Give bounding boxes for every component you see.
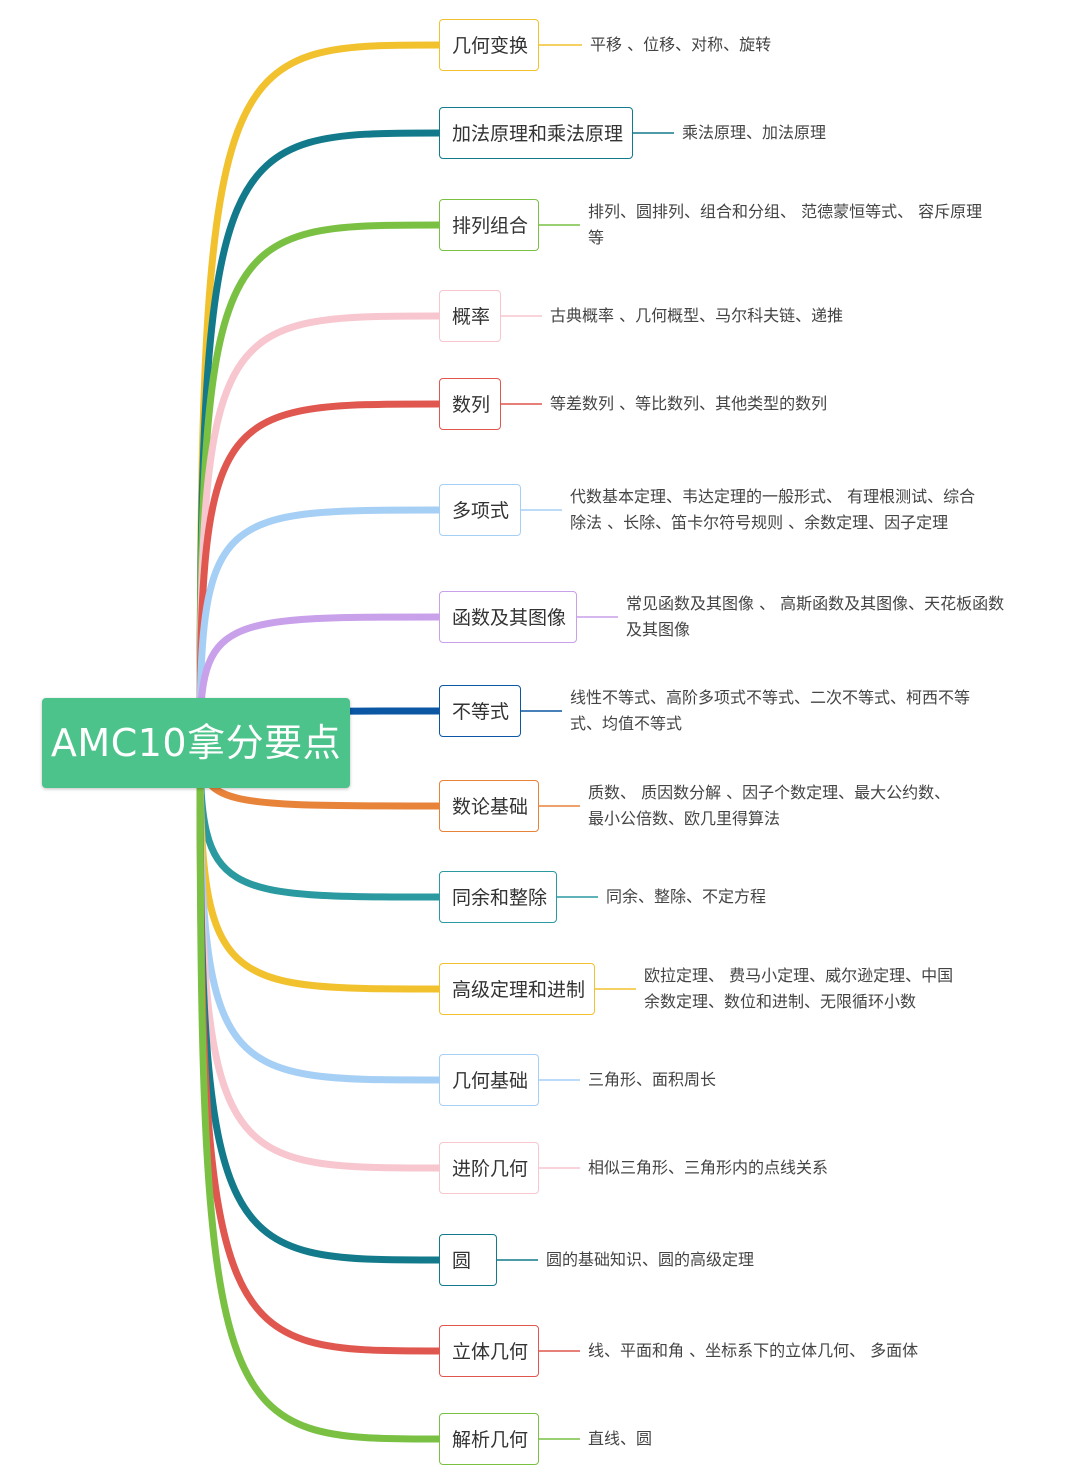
topic-detail: 三角形、面积周长 bbox=[588, 1070, 717, 1089]
topic-node[interactable]: 进阶几何 bbox=[439, 1142, 539, 1194]
topic-detail: 排列、圆排列、组合和分组、 范德蒙恒等式、 容斥原理等 bbox=[588, 202, 983, 247]
topic-node[interactable]: 解析几何 bbox=[439, 1413, 539, 1465]
topic-node[interactable]: 高级定理和进制 bbox=[439, 963, 595, 1015]
topic-node[interactable]: 不等式 bbox=[439, 685, 521, 737]
topic-detail: 等差数列 、等比数列、其他类型的数列 bbox=[550, 394, 828, 413]
topic-detail: 直线、圆 bbox=[588, 1429, 653, 1448]
topic-node[interactable]: 排列组合 bbox=[439, 199, 539, 251]
topic-detail: 古典概率 、几何概型、马尔科夫链、递推 bbox=[550, 306, 844, 325]
branch-link bbox=[196, 221, 443, 747]
topic-detail: 质数、 质因数分解 、因子个数定理、最大公约数、最小公倍数、欧几里得算法 bbox=[588, 783, 951, 828]
topic-detail: 线性不等式、高阶多项式不等式、二次不等式、柯西不等式、均值不等式 bbox=[570, 688, 971, 733]
topic-detail: 代数基本定理、韦达定理的一般形式、 有理根测试、综合除法 、长除、笛卡尔符号规则… bbox=[570, 487, 976, 532]
topic-detail: 乘法原理、加法原理 bbox=[682, 123, 827, 142]
topic-detail: 圆的基础知识、圆的高级定理 bbox=[546, 1250, 755, 1269]
branch-link bbox=[196, 739, 443, 1084]
topic-detail: 欧拉定理、 费马小定理、威尔逊定理、中国余数定理、数位和进制、无限循环小数 bbox=[644, 966, 954, 1011]
topic-node[interactable]: 函数及其图像 bbox=[439, 591, 577, 643]
topic-node[interactable]: 概率 bbox=[439, 290, 501, 342]
topic-node[interactable]: 数论基础 bbox=[439, 780, 539, 832]
branch-link bbox=[196, 739, 443, 1443]
topic-detail: 同余、整除、不定方程 bbox=[606, 887, 767, 906]
topic-node[interactable]: 数列 bbox=[439, 378, 501, 430]
topic-detail: 常见函数及其图像 、 高斯函数及其图像、天花板函数及其图像 bbox=[626, 594, 1005, 639]
topic-node[interactable]: 圆 bbox=[439, 1234, 497, 1286]
branch-link bbox=[196, 506, 443, 747]
topic-node[interactable]: 几何变换 bbox=[439, 19, 539, 71]
branch-link bbox=[196, 739, 443, 1264]
topic-detail: 平移 、位移、对称、旋转 bbox=[590, 35, 772, 54]
branch-link bbox=[196, 312, 443, 747]
branch-link bbox=[196, 400, 443, 747]
topic-node[interactable]: 多项式 bbox=[439, 484, 521, 536]
topic-detail: 线、平面和角 、坐标系下的立体几何、 多面体 bbox=[588, 1341, 919, 1360]
topic-node[interactable]: 立体几何 bbox=[439, 1325, 539, 1377]
topic-node[interactable]: 几何基础 bbox=[439, 1054, 539, 1106]
root-topic[interactable]: AMC10拿分要点 bbox=[42, 698, 350, 788]
branch-link bbox=[196, 41, 443, 747]
topic-node[interactable]: 同余和整除 bbox=[439, 871, 557, 923]
topic-node[interactable]: 加法原理和乘法原理 bbox=[439, 107, 633, 159]
topic-detail: 相似三角形、三角形内的点线关系 bbox=[588, 1158, 829, 1177]
